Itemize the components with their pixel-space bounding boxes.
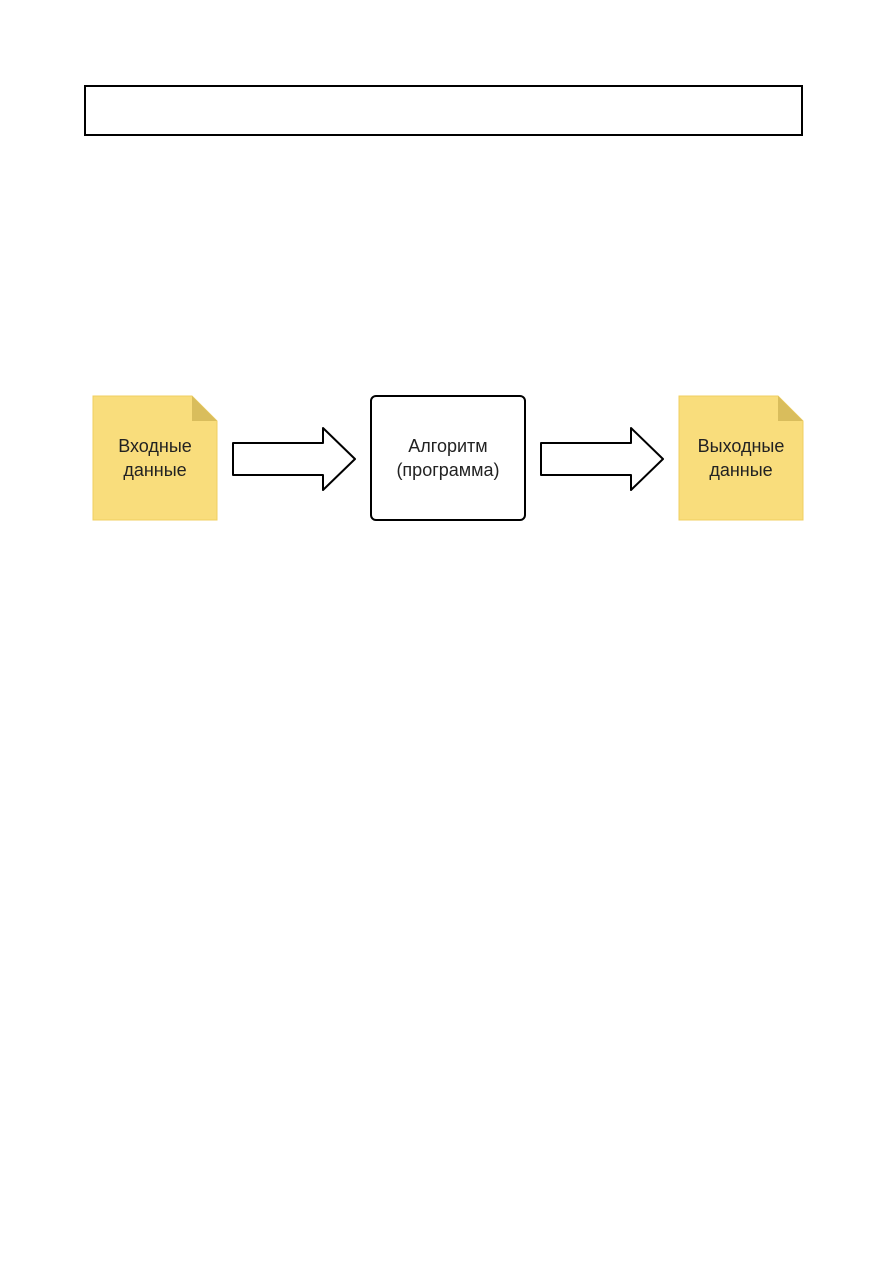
output-document-fold: [778, 396, 803, 421]
input-data-label: Входные данные: [118, 436, 192, 480]
input-data-node: [92, 395, 218, 521]
header-box: [84, 85, 803, 136]
input-document-shape: [92, 395, 218, 521]
output-data-node: [678, 395, 804, 521]
arrow-algorithm-to-output: [540, 427, 664, 491]
output-document-shape: [678, 395, 804, 521]
input-document-fold: [192, 396, 217, 421]
algorithm-label: Алгоритм (программа): [396, 436, 500, 480]
output-data-label: Выходные данные: [697, 436, 785, 480]
arrow-input-to-algorithm: [232, 427, 356, 491]
algorithm-box: [370, 395, 526, 521]
